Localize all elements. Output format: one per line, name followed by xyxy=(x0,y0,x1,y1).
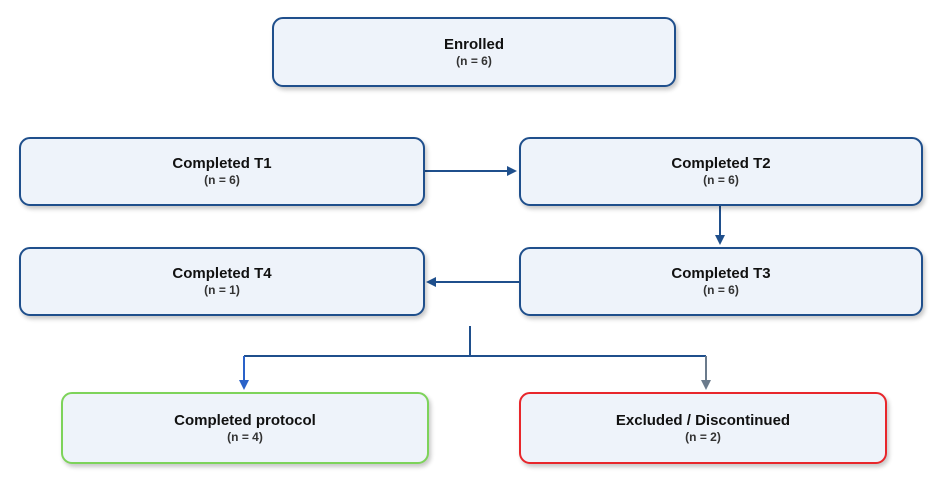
node-completed-t2-title: Completed T2 xyxy=(671,155,771,172)
node-excluded-count: (n = 2) xyxy=(685,429,721,444)
node-completed-protocol: Completed protocol (n = 4) xyxy=(61,392,429,464)
node-completed-t2: Completed T2 (n = 6) xyxy=(519,137,923,206)
node-completed-t4: Completed T4 (n = 1) xyxy=(19,247,425,316)
node-completed-t4-count: (n = 1) xyxy=(204,283,240,297)
node-enrolled-title: Enrolled xyxy=(443,35,504,53)
node-completed-t1-count: (n = 6) xyxy=(204,173,240,187)
node-completed-t3: Completed T3 (n = 6) xyxy=(519,247,923,316)
node-enrolled-count: (n = 6) xyxy=(456,53,492,68)
node-completed-t3-count: (n = 6) xyxy=(703,283,739,297)
node-excluded-title: Excluded / Discontinued xyxy=(615,411,791,429)
node-completed-protocol-count: (n = 4) xyxy=(227,429,263,444)
node-enrolled: Enrolled (n = 6) xyxy=(272,17,676,87)
node-completed-t1: Completed T1 (n = 6) xyxy=(19,137,425,206)
node-completed-t2-count: (n = 6) xyxy=(703,173,739,187)
node-completed-t3-title: Completed T3 xyxy=(671,265,771,282)
node-completed-t1-title: Completed T1 xyxy=(172,155,272,172)
node-completed-protocol-title: Completed protocol xyxy=(174,411,316,429)
node-completed-t4-title: Completed T4 xyxy=(172,265,272,282)
node-excluded-discontinued: Excluded / Discontinued (n = 2) xyxy=(519,392,887,464)
